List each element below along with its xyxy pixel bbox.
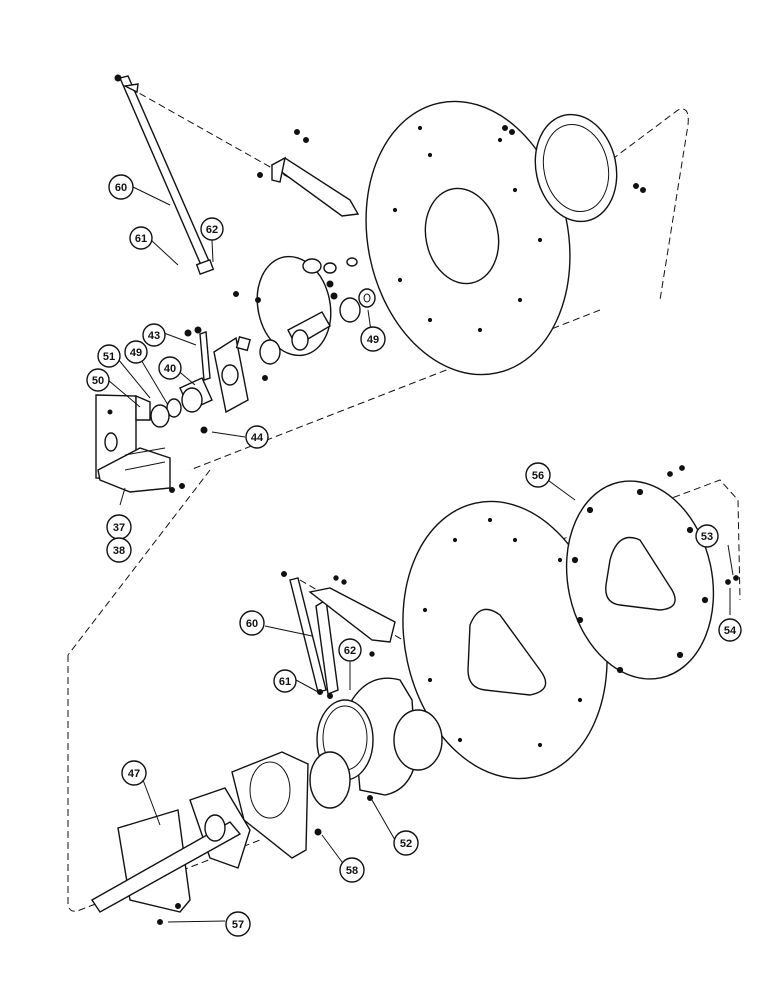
callout-label: 58 <box>346 865 358 877</box>
upper-arm-part <box>114 74 215 275</box>
callout-49-upper: 49 <box>360 326 386 352</box>
callout-62-lower: 62 <box>338 638 362 662</box>
callout-50: 50 <box>86 368 110 392</box>
upper-bushings <box>259 257 376 365</box>
callout-60-upper: 60 <box>108 174 134 200</box>
callout-label: 47 <box>128 768 140 780</box>
lower-hub-housing <box>309 677 443 809</box>
callout-61-lower: 61 <box>273 669 297 693</box>
callout-37: 37 <box>106 514 132 540</box>
callout-43: 43 <box>142 323 166 347</box>
callout-58: 58 <box>339 857 365 883</box>
callout-label: 54 <box>724 625 737 637</box>
callout-47: 47 <box>121 760 147 786</box>
upper-shaft-components <box>150 326 268 434</box>
callout-61-upper: 61 <box>129 226 153 250</box>
callout-label: 38 <box>113 545 125 557</box>
lower-flange-plate <box>565 465 739 680</box>
upper-large-disc <box>365 100 571 376</box>
callout-label: 40 <box>164 363 176 375</box>
callout-label: 61 <box>135 233 147 245</box>
upper-ring <box>502 113 646 223</box>
callout-label: 52 <box>400 838 412 850</box>
callout-label: 43 <box>148 330 160 342</box>
callout-38: 38 <box>106 537 132 563</box>
callout-label: 49 <box>367 334 379 346</box>
callout-54: 54 <box>718 618 742 642</box>
callout-57: 57 <box>225 911 251 937</box>
callout-label: 44 <box>251 432 264 444</box>
callout-label: 49 <box>130 347 142 359</box>
upper-hub-plate <box>233 255 332 357</box>
callout-label: 53 <box>701 531 713 543</box>
callout-label: 60 <box>246 618 258 630</box>
callout-label: 60 <box>115 182 127 194</box>
callout-label: 62 <box>344 645 356 657</box>
callout-label: 51 <box>103 351 115 363</box>
callout-62-upper: 62 <box>200 217 224 241</box>
callout-label: 62 <box>206 224 218 236</box>
callout-label: 56 <box>532 470 544 482</box>
callout-56: 56 <box>525 462 551 488</box>
callout-51: 51 <box>97 344 121 368</box>
callout-60-lower: 60 <box>239 610 265 636</box>
callout-label: 61 <box>279 676 291 688</box>
callout-52: 52 <box>393 830 419 856</box>
lower-assembly <box>67 465 741 925</box>
support-bracket-part <box>95 394 185 493</box>
callout-label: 50 <box>92 375 104 387</box>
callout-53: 53 <box>695 524 719 548</box>
callout-label: 57 <box>232 919 244 931</box>
lower-shaft-plate <box>90 787 251 925</box>
upper-assembly <box>67 74 689 656</box>
callout-49-lower: 49 <box>124 340 148 364</box>
upper-assembly-dashed-outline <box>67 87 689 656</box>
callout-44: 44 <box>245 425 269 449</box>
callout-40: 40 <box>158 356 182 380</box>
callout-label: 37 <box>113 522 125 534</box>
upper-bearing-block <box>213 336 251 414</box>
lower-large-disc <box>402 500 608 780</box>
upper-bracket-part <box>257 129 360 217</box>
